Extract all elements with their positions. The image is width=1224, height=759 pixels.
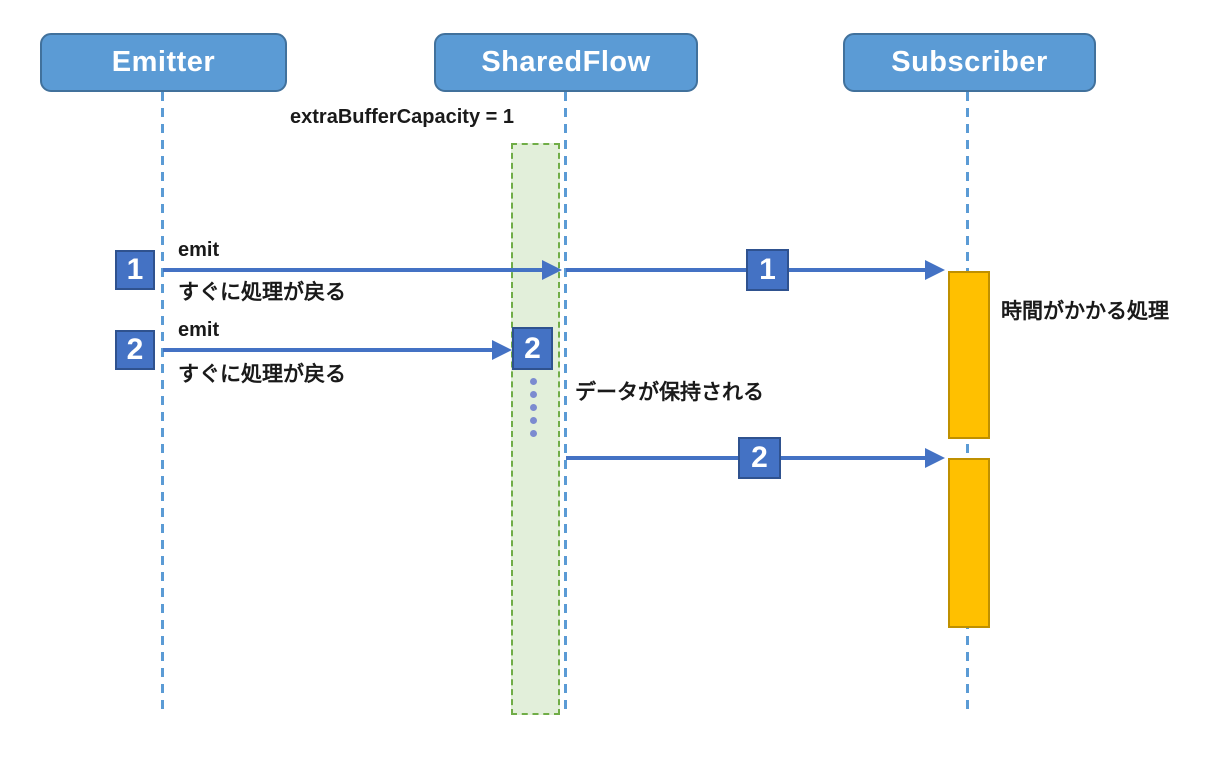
delivery2-seq-badge: 2 bbox=[738, 437, 781, 479]
actor-subscriber: Subscriber bbox=[843, 33, 1096, 92]
emit1-arrowhead bbox=[542, 260, 562, 280]
actor-emitter-label: Emitter bbox=[111, 46, 216, 78]
emitter-lifeline bbox=[161, 92, 164, 713]
emit2-seq-badge: 2 bbox=[115, 330, 155, 370]
emit1-note: すぐに処理が戻る bbox=[178, 281, 346, 304]
emit1-label: emit bbox=[178, 239, 220, 261]
buffer-note: データが保持される bbox=[575, 381, 764, 404]
emit1-seq-badge: 1 bbox=[115, 250, 155, 290]
delivery1-arrowhead bbox=[925, 260, 945, 280]
actor-sharedflow-label: SharedFlow bbox=[481, 46, 651, 78]
delivery1-seq-badge: 1 bbox=[746, 249, 789, 291]
emit2-label: emit bbox=[178, 319, 220, 341]
actor-sharedflow: SharedFlow bbox=[434, 33, 698, 92]
queue-dot bbox=[530, 378, 537, 385]
emit2-arrowhead bbox=[492, 340, 512, 360]
queue-dot bbox=[530, 404, 537, 411]
actor-subscriber-label: Subscriber bbox=[891, 46, 1048, 78]
delivery2-arrowhead bbox=[925, 448, 945, 468]
subscriber-activation-2 bbox=[948, 458, 990, 628]
actor-emitter: Emitter bbox=[40, 33, 287, 92]
extra-buffer-region bbox=[511, 143, 560, 715]
emit2-arrow bbox=[163, 340, 512, 360]
sharedflow-lifeline bbox=[564, 92, 567, 716]
queue-dot bbox=[530, 430, 537, 437]
buffer-queue-dots bbox=[530, 378, 537, 437]
queue-dot bbox=[530, 417, 537, 424]
emit2-note: すぐに処理が戻る bbox=[178, 363, 346, 386]
subscriber-note: 時間がかかる処理 bbox=[1001, 300, 1169, 323]
extra-buffer-capacity-label: extraBufferCapacity = 1 bbox=[290, 106, 514, 128]
emit1-arrow bbox=[163, 260, 562, 280]
subscriber-activation-1 bbox=[948, 271, 990, 439]
queue-dot bbox=[530, 391, 537, 398]
buffer-held-value: 2 bbox=[512, 327, 553, 370]
